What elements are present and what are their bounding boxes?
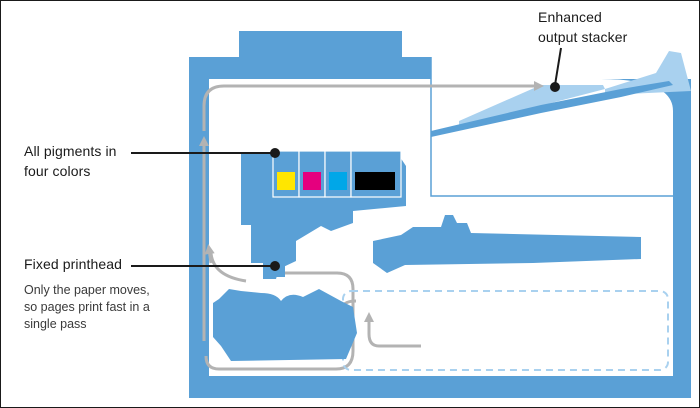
rollers <box>213 289 357 361</box>
ink-yellow-swatch <box>277 172 295 190</box>
printhead-desc-line1: Only the paper moves, <box>24 283 150 297</box>
printhead-desc-line3: single pass <box>24 317 87 331</box>
pigments-label-line2: four colors <box>24 163 91 179</box>
printer-lid <box>239 31 402 61</box>
stacker-label-line2: output stacker <box>538 29 628 45</box>
printhead-desc-line2: so pages print fast in a <box>24 300 150 314</box>
printhead-label-title: Fixed printhead <box>24 256 123 272</box>
paper-path-feed <box>367 321 421 348</box>
output-stacker <box>431 51 691 137</box>
stacker-leader-dot <box>550 82 560 92</box>
ink-black-swatch <box>355 172 395 190</box>
ink-module <box>241 150 406 279</box>
paper-path-curve <box>209 252 247 283</box>
ink-magenta-swatch <box>303 172 321 190</box>
paper-path <box>199 81 544 371</box>
paper-path-top <box>202 84 521 131</box>
input-tray-dashed <box>342 290 669 371</box>
pigments-leader-dot <box>270 148 280 158</box>
printhead-leader-dot <box>270 261 280 271</box>
leader-lines <box>131 47 562 271</box>
pigments-label-line1: All pigments in <box>24 143 117 159</box>
ink-cyan-swatch <box>329 172 347 190</box>
platform-body <box>373 215 641 273</box>
stacker-tray <box>431 81 673 137</box>
paper-mechanism <box>373 215 641 273</box>
stacker-leader <box>554 47 562 86</box>
paper-path-inner <box>204 271 355 371</box>
stacker-label-line1: Enhanced <box>538 9 602 25</box>
roller-assembly <box>213 289 357 361</box>
housing-inner-line <box>430 57 673 197</box>
